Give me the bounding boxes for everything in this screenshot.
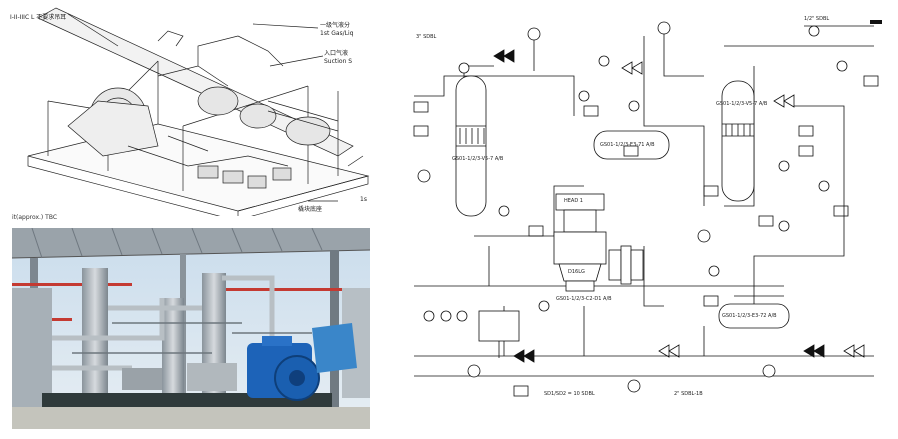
pid-cooler [718, 303, 790, 329]
pid-vessel-right-tag: GS01-1/2/3-V5-7 A/B [716, 101, 768, 107]
pid-note-bottom-1: SD1/SD2 = 10 SDBL [544, 391, 595, 397]
cylinder-2 [239, 103, 277, 129]
pid-cooler-tag: GS01-1/2/3-E3-72 A/B [722, 313, 777, 319]
pid-corner-mark [870, 20, 882, 24]
iso-label-1st-gas-cn: 一级气液分 [320, 22, 351, 29]
pid-head-label: HEAD 1 [564, 198, 583, 204]
pid-exchanger-mid [593, 130, 670, 160]
pid-note-top-1: 3" SDBL [416, 34, 437, 40]
iso-caption: it(approx.) TBC [12, 214, 58, 221]
pid-cylinder [553, 231, 607, 265]
cylinder-1 [197, 86, 239, 116]
pid-cylinder-label: D16LG [568, 269, 585, 275]
skid-photo-illustration [12, 228, 370, 429]
skid-photo [12, 228, 370, 429]
photo-vessel-1 [82, 268, 108, 398]
pid-vessel-left-tag: GS01-1/2/3-V5-7 A/B [452, 156, 504, 162]
pid-line-inlet [414, 75, 575, 116]
iso-label-1s: 1s [360, 196, 367, 203]
pid-note-top-2: 1/2" SDBL [804, 16, 830, 22]
iso-label-suction-en: Suction S [324, 58, 353, 65]
iso-label-suction-cn: 入口气液 [324, 50, 349, 57]
iso-label-base: 橇块底座 [298, 206, 323, 213]
pid-note-bottom-2: 2" SDBL-1B [674, 391, 703, 397]
skid-isometric-drawing: I-II-IIIC L 不要求吊耳 一级气液分 1st Gas/Liq 入口气液… [8, 6, 380, 221]
pid-exchanger-tag: GS01-1/2/3-E3-71 A/B [600, 142, 655, 148]
pid-diagram: GS01-1/2/3-V5-7 A/B GS01-1/2/3-E3-71 A/B… [404, 6, 892, 434]
pid-svg [413, 21, 879, 397]
iso-corner-label: I-II-IIIC L 不要求吊耳 [10, 14, 67, 21]
pid-vessel-right [721, 80, 755, 202]
pid-cylinder-tag: GS01-1/2/3-C2-D1 A/B [556, 296, 612, 302]
suction-vessel [285, 116, 331, 146]
skid-isometric-svg [27, 7, 370, 216]
iso-label-1st-gas-en: 1st Gas/Liq [320, 30, 354, 37]
